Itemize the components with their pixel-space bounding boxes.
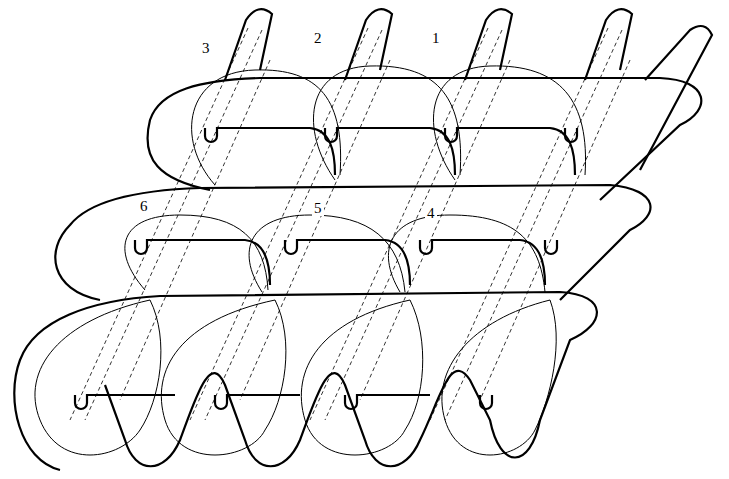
callout-number: 4 xyxy=(425,205,437,221)
callout-number: 5 xyxy=(312,200,324,216)
callout-number: 6 xyxy=(138,198,150,214)
callout-number: 1 xyxy=(430,30,442,46)
callout-number: 2 xyxy=(312,30,324,46)
callout-number: 3 xyxy=(200,40,212,56)
